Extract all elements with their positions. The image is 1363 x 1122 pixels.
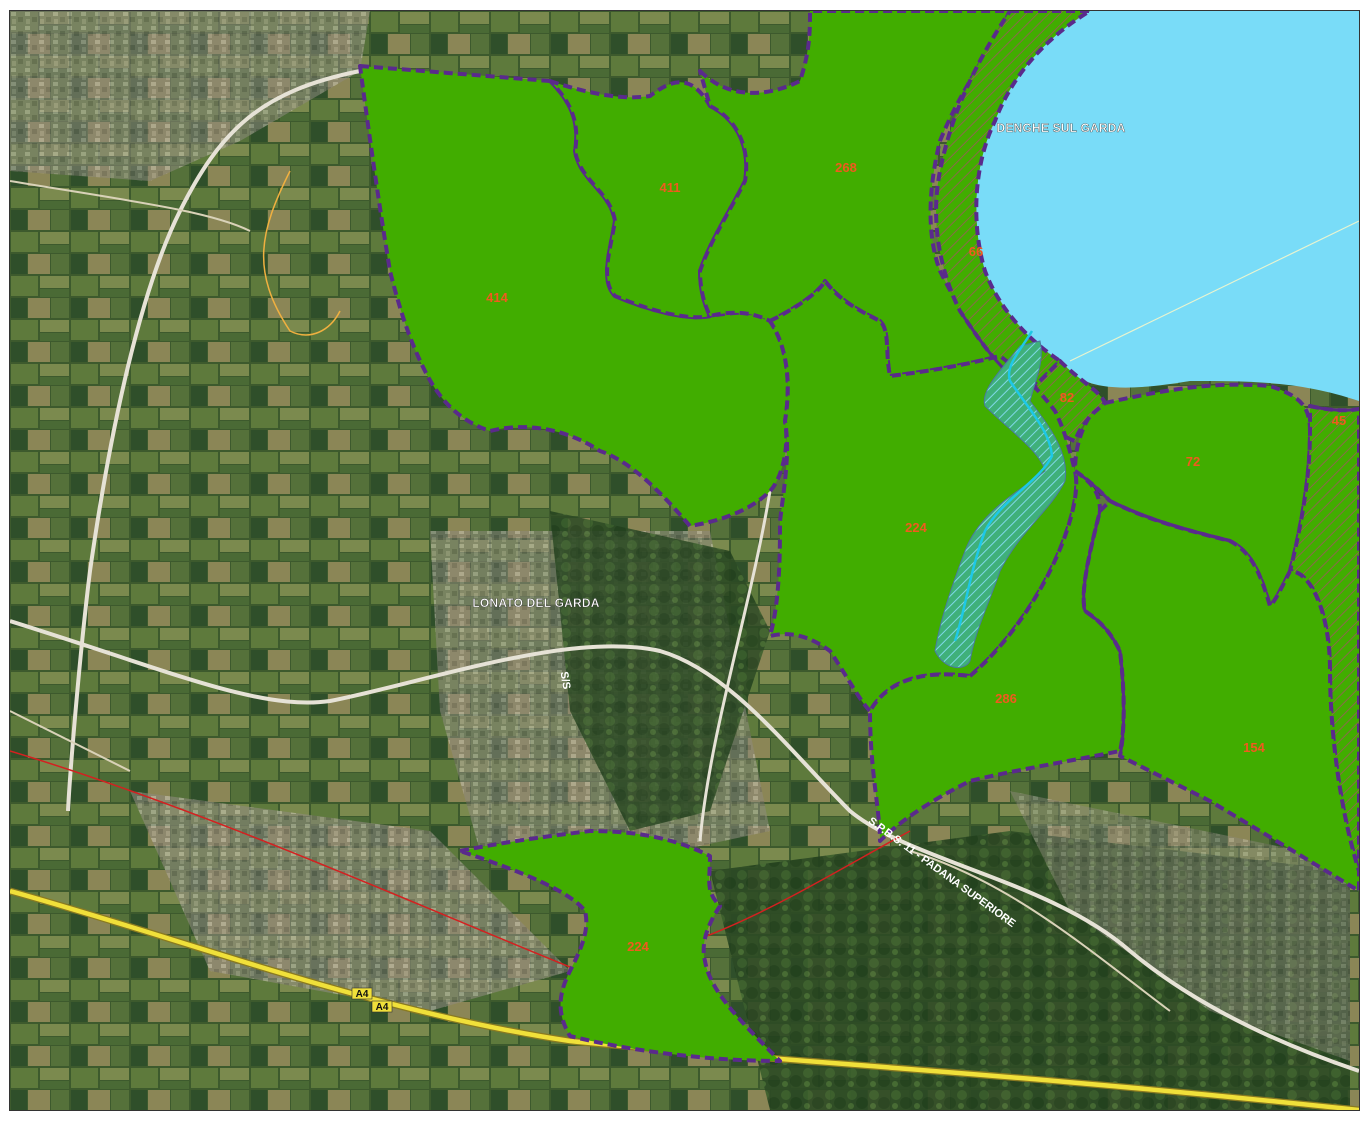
stream-corridor	[934, 330, 1067, 669]
zone-66-shore-strip[interactable]	[934, 11, 1092, 393]
zone-labels: 414 411 268 66 82 45 72 224 286 154 224	[486, 160, 1346, 954]
zone-label-224: 224	[905, 520, 927, 535]
zone-224-south-area[interactable]	[458, 829, 782, 1063]
lake-garda	[976, 11, 1359, 401]
zone-label-414: 414	[486, 290, 508, 305]
railway-line	[10, 750, 911, 972]
zone-label-286: 286	[995, 691, 1017, 706]
motorway-shield-label: A4	[376, 1002, 389, 1013]
road-label-local: S/S	[558, 671, 573, 691]
map-canvas[interactable]: A4 A4 414 411 268 66 82 45 7	[10, 11, 1359, 1110]
zone-label-66: 66	[969, 244, 983, 259]
zone-286-area[interactable]	[868, 469, 1126, 843]
zone-label-411: 411	[660, 180, 681, 195]
motorway-a4	[10, 887, 1359, 1110]
zone-label-72: 72	[1186, 454, 1200, 469]
zone-label-45: 45	[1332, 413, 1346, 428]
place-label-desenzano: DENGHE SUL GARDA	[997, 121, 1126, 135]
zone-label-268: 268	[835, 160, 857, 175]
zone-polygons[interactable]	[358, 11, 1359, 1063]
map-view[interactable]: A4 A4 414 411 268 66 82 45 7	[9, 10, 1360, 1111]
stream-line	[953, 330, 1054, 642]
motorway-shields: A4 A4	[351, 987, 393, 1013]
zone-label-82: 82	[1060, 390, 1074, 405]
road-network	[10, 69, 1359, 1073]
lake-survey-line	[1069, 220, 1359, 362]
motorway-shield-label: A4	[356, 989, 369, 1000]
zone-label-224-south: 224	[627, 939, 649, 954]
zone-solid-boundaries	[958, 310, 1359, 757]
zone-414-area[interactable]	[358, 64, 790, 528]
zone-label-154: 154	[1243, 740, 1265, 755]
place-label-lonato: LONATO DEL GARDA	[472, 596, 599, 610]
